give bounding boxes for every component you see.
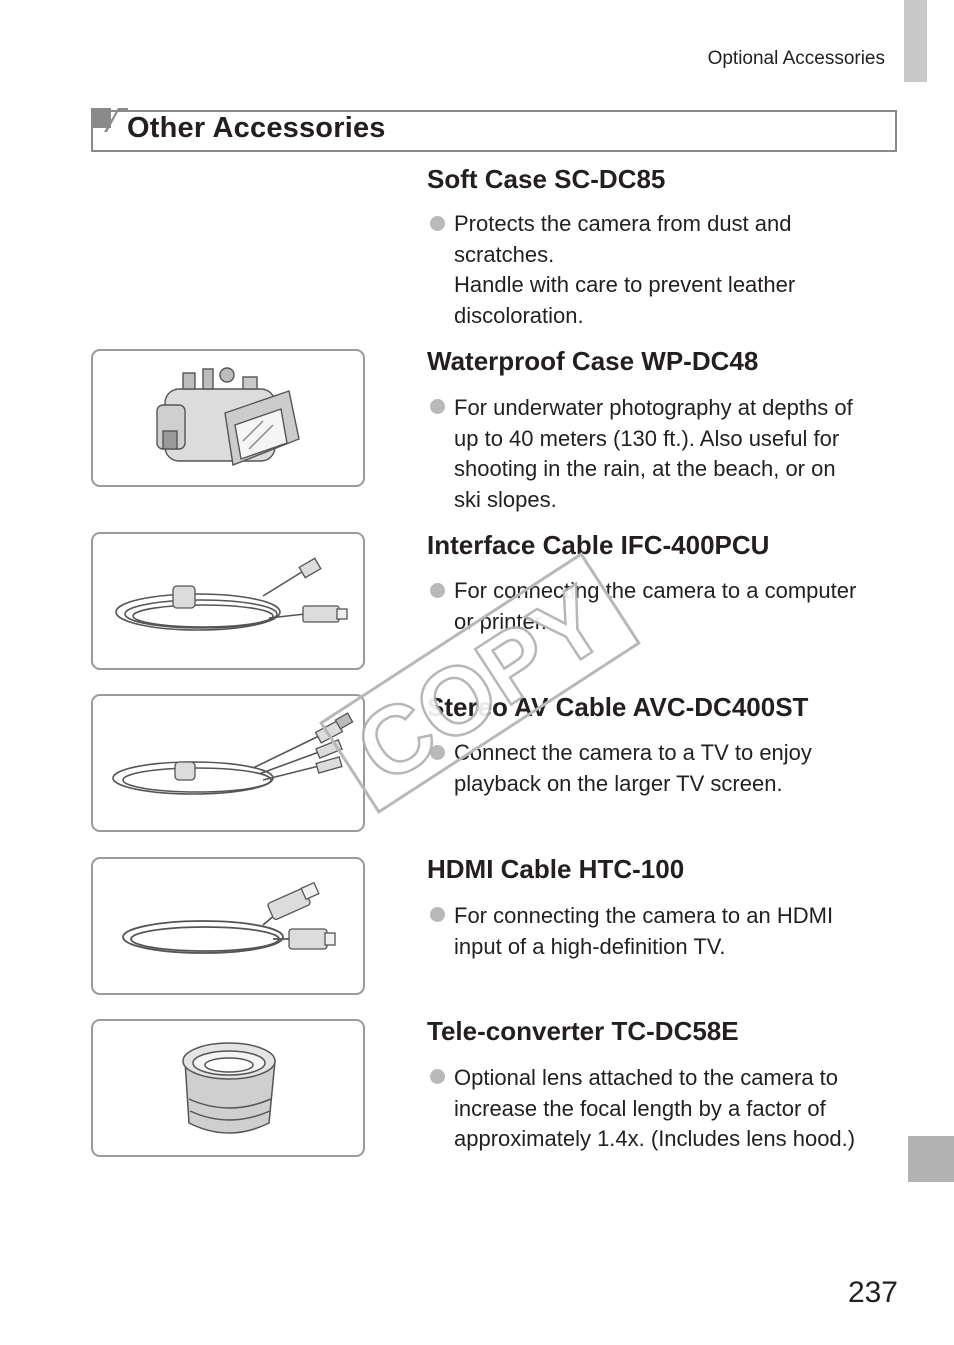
interface-cable-image — [91, 532, 365, 670]
item-title-waterproof-case: Waterproof Case WP-DC48 — [427, 346, 759, 376]
section-marker-diagonal — [104, 108, 128, 132]
item-title-soft-case: Soft Case SC-DC85 — [427, 164, 666, 194]
stereo-av-cable-image — [91, 694, 365, 832]
copy-watermark: COPY — [319, 552, 641, 814]
item-desc-waterproof-case: For underwater photography at depths of … — [454, 395, 853, 512]
hdmi-cable-image — [91, 857, 365, 995]
item-desc-soft-case: Protects the camera from dust and scratc… — [454, 211, 796, 328]
item-desc-stereo-av-cable: Connect the camera to a TV to enjoy play… — [454, 740, 812, 796]
item-title-stereo-av-cable: Stereo AV Cable AVC-DC400ST — [427, 692, 809, 722]
item-title-tele-converter: Tele-converter TC-DC58E — [427, 1016, 739, 1046]
bullet-icon — [430, 745, 445, 760]
item-desc-tele-converter: Optional lens attached to the camera to … — [454, 1065, 856, 1151]
chapter-tab — [904, 0, 927, 82]
item-desc-hdmi-cable: For connecting the camera to an HDMI inp… — [454, 903, 834, 959]
section-title: Other Accessories — [127, 112, 386, 144]
item-title-interface-cable: Interface Cable IFC-400PCU — [427, 530, 770, 560]
waterproof-case-image — [91, 349, 365, 487]
item-title-hdmi-cable: HDMI Cable HTC-100 — [427, 854, 685, 884]
bullet-icon — [430, 1069, 445, 1084]
bullet-icon — [430, 216, 445, 231]
bullet-icon — [430, 907, 445, 922]
bullet-icon — [430, 583, 445, 598]
page-number: 237 — [847, 1276, 898, 1309]
index-tab — [908, 1136, 954, 1182]
section-marker-icon — [91, 108, 111, 128]
tele-converter-image — [91, 1019, 365, 1157]
bullet-icon — [430, 399, 445, 414]
running-header: Optional Accessories — [707, 48, 885, 69]
section-heading-frame — [91, 110, 897, 152]
